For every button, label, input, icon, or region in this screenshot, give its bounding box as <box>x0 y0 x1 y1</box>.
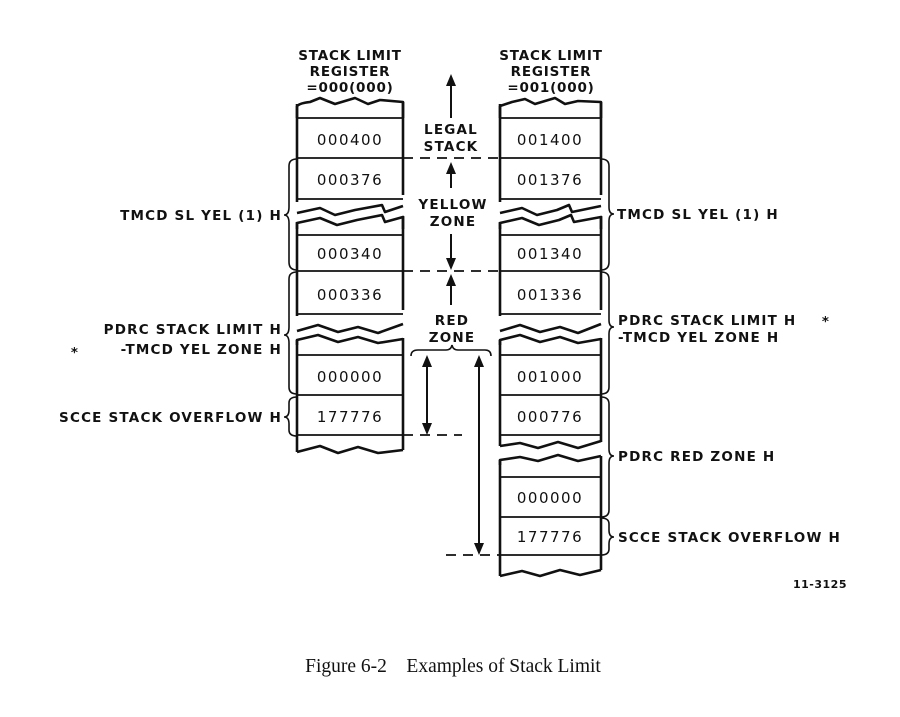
left-overflow-signal-label: SCCE STACK OVERFLOW H <box>59 410 282 426</box>
yellow-zone-label-1: YELLOW <box>417 197 487 213</box>
right-cell-177776: 177776 <box>517 528 583 546</box>
right-cell-001000: 001000 <box>517 368 583 386</box>
left-pdrc-signal-label: PDRC STACK LIMIT H <box>104 322 282 338</box>
break-wave <box>499 439 602 450</box>
right-cell-001400: 001400 <box>517 131 583 149</box>
left-stack-column: 000400 000376 000340 000336 000000 17777… <box>295 96 405 455</box>
left-asterisk-note: * <box>71 345 79 361</box>
right-pdrc-signal-label: PDRC STACK LIMIT H <box>618 313 796 329</box>
arrow-down-icon <box>474 543 484 555</box>
left-stack-header: STACK LIMIT REGISTER =000(000) <box>298 48 402 96</box>
left-yellow-brace <box>283 158 298 271</box>
right-overflow-signal-label: SCCE STACK OVERFLOW H <box>618 530 841 546</box>
break-wave <box>499 203 602 217</box>
break-wave <box>499 322 602 335</box>
right-stack-header: STACK LIMIT REGISTER =001(000) <box>499 48 603 96</box>
figure-caption: Figure 6-2 Examples of Stack Limit <box>305 656 601 677</box>
break-wave <box>295 96 405 118</box>
arrow-up-icon <box>446 274 456 286</box>
right-red-zone-brace <box>600 396 615 518</box>
left-red-brace <box>283 271 298 395</box>
red-zone-label-1: RED <box>435 313 469 329</box>
left-header-line-3: =000(000) <box>306 80 393 96</box>
left-cell-000340: 000340 <box>317 245 383 263</box>
right-header-line-2: REGISTER <box>511 64 592 80</box>
break-wave <box>296 444 404 455</box>
drawing-number: 11-3125 <box>793 578 847 591</box>
red-zone-brace <box>410 344 492 357</box>
right-header-line-3: =001(000) <box>507 80 594 96</box>
arrow-down-icon <box>422 423 432 435</box>
left-signal-labels: TMCD SL YEL (1) H PDRC STACK LIMIT H -TM… <box>59 158 298 437</box>
right-cell-001336: 001336 <box>517 286 583 304</box>
left-overflow-brace <box>283 396 298 437</box>
right-stack-column: 001400 001376 001340 001336 001000 00077… <box>498 96 603 578</box>
left-cell-000376: 000376 <box>317 171 383 189</box>
left-header-line-2: REGISTER <box>310 64 391 80</box>
right-cell-000000: 000000 <box>517 489 583 507</box>
right-tmcd-yel-zone-label: -TMCD YEL ZONE H <box>618 330 779 346</box>
break-wave <box>498 453 602 465</box>
break-wave <box>296 322 404 335</box>
right-yellow-brace <box>600 158 615 271</box>
left-cell-177776: 177776 <box>317 408 383 426</box>
left-cell-000336: 000336 <box>317 286 383 304</box>
break-wave <box>498 96 603 118</box>
legal-zone-label-2: STACK <box>424 139 479 155</box>
zone-annotations: LEGAL STACK YELLOW ZONE RED ZONE <box>403 74 500 556</box>
break-wave <box>499 568 602 578</box>
arrow-up-icon <box>422 355 432 367</box>
yellow-zone-label-2: ZONE <box>430 214 477 230</box>
right-cell-001376: 001376 <box>517 171 583 189</box>
right-cell-001340: 001340 <box>517 245 583 263</box>
legal-zone-label-1: LEGAL <box>424 122 478 138</box>
arrow-up-icon <box>446 74 456 86</box>
right-signal-labels: TMCD SL YEL (1) H PDRC STACK LIMIT H * -… <box>600 158 841 556</box>
right-red-zone-signal-label: PDRC RED ZONE H <box>618 449 775 465</box>
right-yellow-signal-label: TMCD SL YEL (1) H <box>617 207 779 223</box>
break-wave <box>296 203 404 217</box>
right-overflow-brace <box>600 517 615 556</box>
left-cell-000000: 000000 <box>317 368 383 386</box>
right-header-line-1: STACK LIMIT <box>499 48 603 64</box>
break-wave <box>295 333 404 345</box>
right-asterisk-note: * <box>822 314 830 330</box>
arrow-down-icon <box>446 258 456 270</box>
left-tmcd-yel-zone-label: -TMCD YEL ZONE H <box>121 342 282 358</box>
break-wave <box>498 213 603 229</box>
left-yellow-signal-label: TMCD SL YEL (1) H <box>120 208 282 224</box>
right-cell-000776: 000776 <box>517 408 583 426</box>
left-header-line-1: STACK LIMIT <box>298 48 402 64</box>
arrow-up-icon <box>474 355 484 367</box>
break-wave <box>498 333 602 345</box>
left-cell-000400: 000400 <box>317 131 383 149</box>
right-red-brace <box>600 271 615 395</box>
break-wave <box>295 213 405 229</box>
red-zone-label-2: ZONE <box>429 330 476 346</box>
arrow-up-icon <box>446 162 456 174</box>
